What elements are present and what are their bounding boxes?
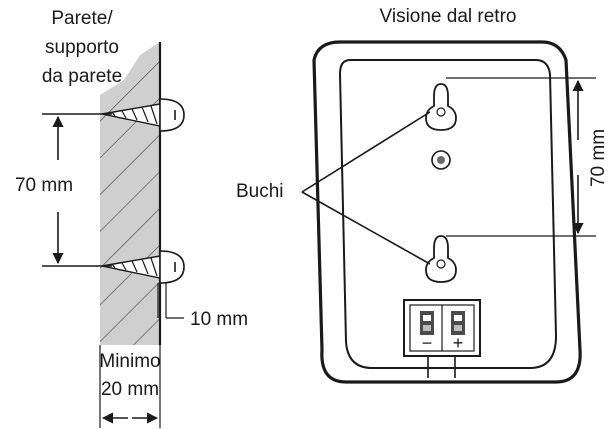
terminal-minus-label: − (422, 333, 433, 353)
protrusion-dimension (157, 283, 184, 319)
minimum-label-line1: Minimo (99, 351, 160, 372)
terminal-block (403, 299, 481, 378)
wall-label-line1: Parete/ (51, 8, 113, 29)
wall-label-line3: da parete (42, 66, 122, 87)
holes-pointers (301, 111, 431, 265)
holes-label: Buchi (236, 181, 284, 202)
left-spacing-label: 70 mm (15, 175, 73, 196)
bottom-keyhole (425, 235, 457, 283)
wall-side-view: Parete/ supporto da parete 70 mm 10 mm M… (15, 8, 248, 428)
right-spacing-label: 70 mm (588, 129, 609, 187)
back-view: − + Visione dal retro Buchi 70 mm (236, 6, 609, 384)
minimum-dimension (99, 345, 161, 428)
right-spacing-dimension (446, 77, 596, 237)
wall-label-line2: supporto (45, 37, 119, 58)
protrusion-label: 10 mm (190, 309, 248, 330)
terminal-plus-label: + (453, 333, 464, 353)
left-spacing-dimension (42, 113, 112, 267)
top-keyhole (425, 83, 457, 131)
bottom-screw (101, 250, 185, 284)
speaker-back-panel (338, 59, 558, 369)
minimum-label-line2: 20 mm (101, 379, 159, 400)
back-view-title: Visione dal retro (380, 6, 517, 27)
top-screw (101, 98, 185, 132)
center-screw (431, 150, 451, 170)
wall-hatching (100, 42, 160, 345)
